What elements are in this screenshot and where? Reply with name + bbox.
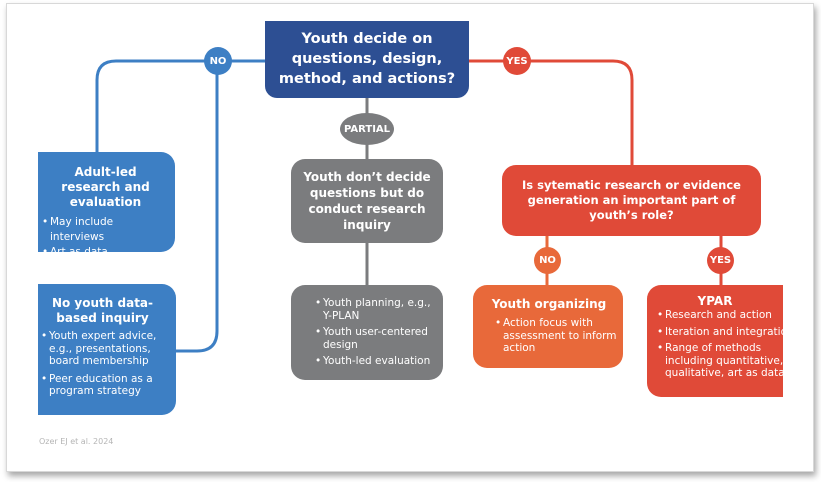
slide-frame: Youth decide on questions, design, metho… [6,3,814,472]
youth-organizing-title: Youth organizing [491,297,607,311]
youth-organizing-bullet: Action focus with assessment to inform a… [495,317,617,355]
partial-box-text: Youth don’t decide questions but do cond… [303,170,431,232]
no-youth-data-bullets: Youth expert advice, e.g., presentations… [41,330,172,398]
no-youth-data-box: No youth data-based inquiry Youth expert… [38,284,176,415]
connector-no-down [171,61,219,353]
ypar-box: YPAR Research and action Iteration and i… [647,285,783,397]
no-youth-data-bullet: Youth expert advice, e.g., presentations… [41,330,172,368]
branch-no-pill: NO [204,47,232,75]
branch-yes-pill: YES [503,47,531,75]
partial-examples-box: Youth planning, e.g., Y-PLAN Youth user-… [291,285,443,380]
connector-no-left [95,59,267,153]
youth-organizing-bullets: Action focus with assessment to inform a… [495,317,617,355]
partial-example-bullet: Youth-led evaluation [315,355,437,368]
ypar-bullet: Iteration and integration [657,326,783,339]
youth-organizing-box: Youth organizing Action focus with asses… [473,285,623,368]
citation: Ozer EJ et al. 2024 [39,437,114,446]
systematic-question-box: Is sytematic research or evidence genera… [502,165,761,236]
root-question-text: Youth decide on questions, design, metho… [278,31,456,87]
adult-led-bullet: May include interviews [42,215,169,245]
ypar-bullets: Research and action Iteration and integr… [657,309,783,380]
branch-partial-pill: PARTIAL [340,113,394,145]
ypar-bullet: Range of methods including quantitative,… [657,342,783,380]
partial-example-bullet: Youth planning, e.g., Y-PLAN [315,297,437,322]
connector-yes [468,59,634,166]
root-question-box: Youth decide on questions, design, metho… [265,21,469,98]
adult-led-title: Adult-led research and evaluation [61,165,150,209]
sub-branch-yes-pill: YES [707,247,734,274]
ypar-bullet: Research and action [657,309,783,322]
partial-box: Youth don’t decide questions but do cond… [291,159,443,243]
sub-branch-no-pill: NO [534,247,561,274]
systematic-question-text: Is sytematic research or evidence genera… [522,178,741,222]
adult-led-bullet: Art as data [42,245,169,260]
no-youth-data-title: No youth data-based inquiry [51,296,154,325]
no-youth-data-bullet: Peer education as a program strategy [41,373,172,398]
partial-example-bullet: Youth user-centered design [315,326,437,351]
flowchart: Youth decide on questions, design, metho… [7,4,813,471]
ypar-title: YPAR [697,294,733,308]
partial-examples-bullets: Youth planning, e.g., Y-PLAN Youth user-… [315,297,437,368]
adult-led-box: Adult-led research and evaluation May in… [38,152,175,260]
adult-led-bullets: May include interviews Art as data [42,215,169,260]
